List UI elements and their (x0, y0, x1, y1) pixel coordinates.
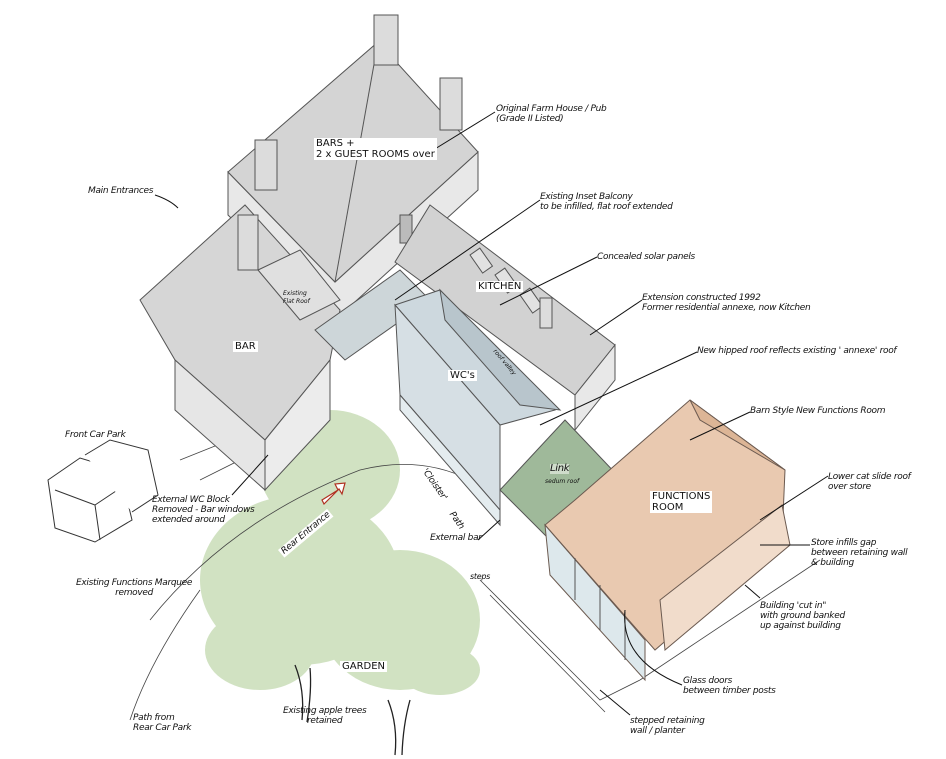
front-car-park-note: Front Car Park (65, 430, 126, 440)
main-entrances-note: Main Entrances (88, 186, 154, 196)
note-line: to be infilled, flat roof extended (540, 202, 673, 212)
note-line: Building 'cut in" (760, 601, 827, 611)
note-line: between retaining wall (811, 548, 908, 558)
link-label: Link (550, 463, 570, 474)
bars-label: BARS +2 x GUEST ROOMS over (314, 138, 437, 160)
note-line: Existing apple trees (283, 706, 367, 716)
note-line: up against building (760, 621, 841, 631)
bar-wing (139, 204, 341, 492)
note-line: Path from (133, 713, 175, 723)
solar-panels-note: Concealed solar panels (597, 252, 695, 262)
note-line: & building (811, 558, 854, 568)
hipped-roof-note: New hipped roof reflects existing ' anne… (697, 346, 897, 356)
path-lines (129, 439, 821, 721)
tree-trunks (294, 664, 411, 756)
functions-label-line: ROOM (652, 502, 684, 513)
kitchen-label: KITCHEN (476, 281, 524, 292)
note-line: Removed - Bar windows (152, 505, 255, 515)
annotation-leaders (154, 111, 829, 716)
sedum-roof-label: sedum roof (545, 478, 580, 485)
note-line: with ground banked (760, 611, 845, 621)
note-line: removed (115, 588, 154, 598)
note-line: External WC Block (152, 495, 230, 505)
farmhouse (227, 14, 479, 321)
note-line: Former residential annexe, now Kitchen (642, 303, 811, 313)
note-line: wall / planter (630, 726, 685, 736)
flat-roof-label-line: Flat Roof (283, 298, 310, 305)
parked-cars (47, 439, 159, 543)
note-line: (Grade II Listed) (496, 114, 564, 124)
bar-label: BAR (233, 341, 258, 352)
bars-label-line: BARS + (316, 138, 355, 149)
note-line: retained (307, 716, 343, 726)
external-bar-label: External bar (430, 533, 482, 543)
kitchen-wing (394, 204, 616, 432)
functions-room (544, 399, 791, 682)
note-line: Existing Inset Balcony (540, 192, 633, 202)
bars-label-line: 2 x GUEST ROOMS over (316, 149, 435, 160)
farm-house-note: Original Farm House / Pub(Grade II Liste… (496, 104, 607, 124)
garden-label: GARDEN (340, 661, 388, 672)
steps-label: steps (470, 572, 490, 581)
wcs-label: WC's (448, 370, 477, 381)
note-line: Glass doors (683, 676, 733, 686)
note-line: Existing Functions Marquee (76, 578, 193, 588)
note-line: Original Farm House / Pub (496, 104, 607, 114)
flat-roof-label-line: Existing (283, 290, 307, 297)
note-line: Lower cat slide roof (828, 472, 911, 482)
note-line: extended around (152, 515, 225, 525)
functions-label-line: FUNCTIONS (652, 491, 711, 502)
note-line: Extension constructed 1992 (642, 293, 761, 303)
note-line: stepped retaining (630, 716, 705, 726)
rear-entrance-arrow (321, 482, 346, 506)
note-line: Store infills gap (811, 538, 877, 548)
barn-style-note: Barn Style New Functions Room (750, 406, 886, 416)
note-line: Rear Car Park (133, 723, 192, 733)
wc-block (394, 288, 562, 527)
note-line: between timber posts (683, 686, 776, 696)
note-line: over store (828, 482, 871, 492)
